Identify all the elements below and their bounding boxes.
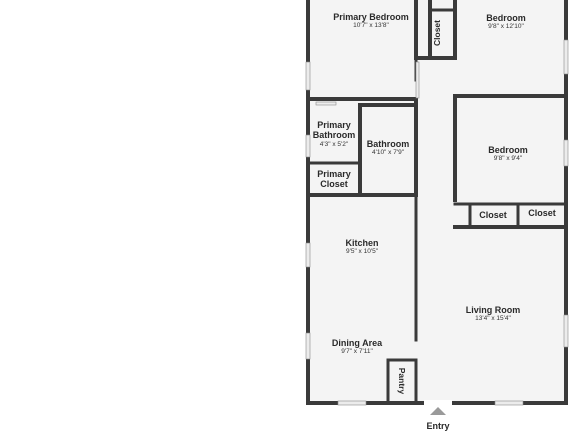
room-kitchen: Kitchen 9'5" x 10'5" (345, 238, 378, 256)
room-dimensions: 9'5" x 10'5" (345, 248, 379, 256)
room-name: Closet (479, 210, 507, 220)
entry-door-gap (424, 400, 452, 406)
room-bedroom-mid: Bedroom 9'8" x 9'4" (488, 145, 528, 163)
room-dimensions: 10'7" x 13'8" (353, 22, 389, 30)
room-living-room: Living Room 13'4" x 15'4" (466, 305, 521, 323)
room-name-line1: Primary (317, 169, 351, 179)
room-dimensions: 9'7" x 7'11" (341, 348, 373, 356)
room-pantry: Pantry (397, 367, 408, 395)
room-dining-area: Dining Area 9'7" x 7'11" (332, 338, 382, 356)
room-name-line2: Closet (320, 179, 348, 190)
room-bathroom: Bathroom 4'10" x 7'9" (367, 139, 410, 157)
room-closet-a: Closet (479, 210, 507, 220)
room-name: Closet (528, 208, 556, 218)
entry-arrow-icon (430, 407, 446, 415)
room-name: Primary Bedroom (333, 12, 409, 22)
room-name: Bathroom (366, 139, 410, 149)
room-bedroom-top: Bedroom 9'8" x 12'10" (486, 13, 526, 31)
room-primary-bedroom: Primary Bedroom 10'7" x 13'8" (333, 12, 409, 30)
room-name-line2: Bathroom (312, 130, 356, 141)
room-primary-closet: Primary Closet (317, 169, 351, 190)
room-closet-vertical: Closet (431, 20, 442, 46)
room-dimensions: 4'3" x 5'2" (319, 140, 349, 148)
room-closet-b: Closet (528, 208, 556, 218)
windows (305, 39, 569, 406)
entry-label: Entry (426, 421, 449, 431)
room-dimensions: 9'8" x 9'4" (493, 155, 523, 163)
room-name: Living Room (465, 305, 521, 315)
room-name: Bedroom (486, 13, 526, 23)
room-primary-bathroom: Primary Bathroom 4'3" x 5'2" (313, 120, 356, 148)
room-name: Dining Area (331, 338, 383, 348)
floor-area (308, 0, 566, 403)
room-name: Kitchen (345, 238, 379, 248)
room-name-line1: Primary (317, 120, 351, 130)
room-dimensions: 4'10" x 7'9" (371, 149, 405, 157)
room-dimensions: 9'8" x 12'10" (488, 23, 524, 31)
entry-text: Entry (426, 421, 450, 431)
room-dimensions: 13'4" x 15'4" (475, 315, 511, 323)
room-name: Bedroom (488, 145, 528, 155)
